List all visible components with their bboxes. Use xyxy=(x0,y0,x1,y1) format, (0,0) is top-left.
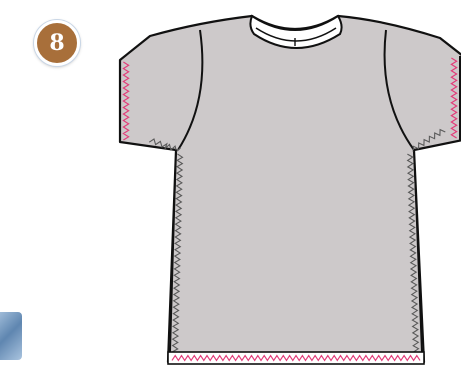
hem-band xyxy=(168,352,424,364)
